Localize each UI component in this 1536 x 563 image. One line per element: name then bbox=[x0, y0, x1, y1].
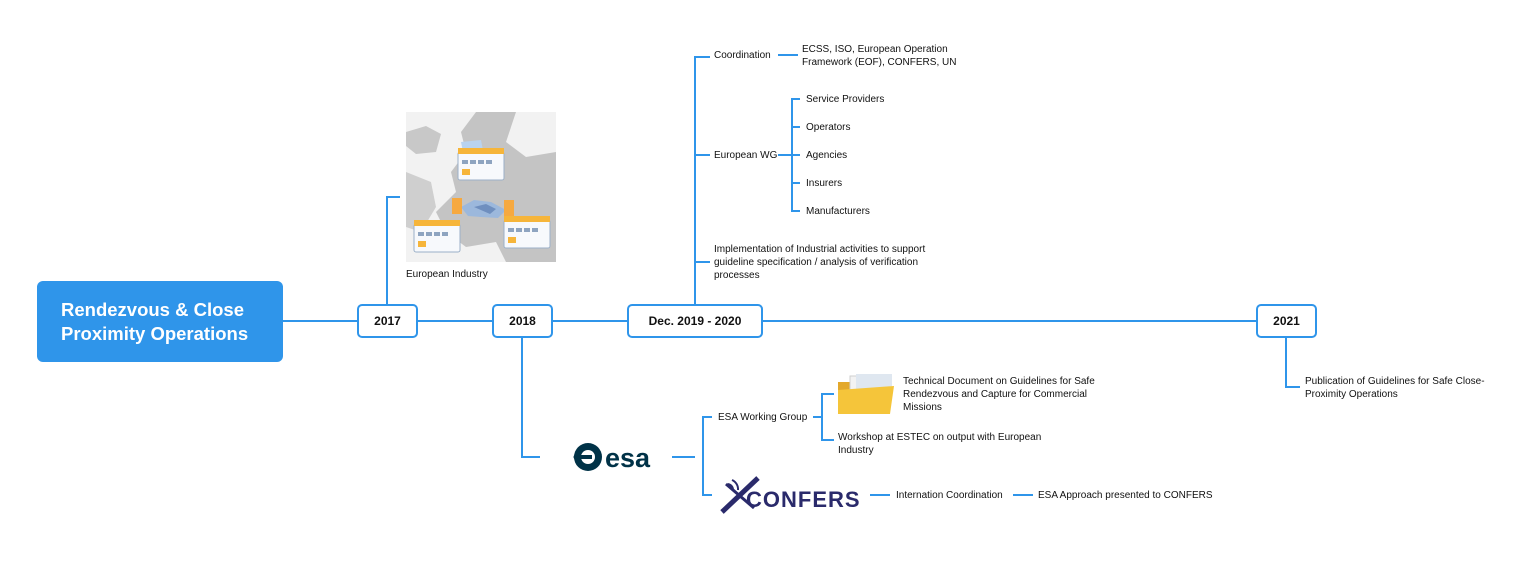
europe-map-icon bbox=[406, 112, 556, 262]
confers-detail: ESA Approach presented to CONFERS bbox=[1038, 490, 1213, 501]
milestone-2017[interactable]: 2017 bbox=[357, 304, 418, 338]
esa-logo: esa bbox=[572, 440, 672, 474]
root-node: Rendezvous & Close Proximity Operations bbox=[37, 281, 283, 362]
milestone-2019-2020[interactable]: Dec. 2019 - 2020 bbox=[627, 304, 763, 338]
milestone-2017-label: 2017 bbox=[374, 314, 401, 328]
confers-wordmark: CONFERS bbox=[746, 487, 861, 512]
esa-working-group-label: ESA Working Group bbox=[718, 412, 808, 423]
milestone-2021[interactable]: 2021 bbox=[1256, 304, 1317, 338]
milestone-2017-caption: European Industry bbox=[406, 269, 488, 280]
coordination-detail: ECSS, ISO, European Operation Framework … bbox=[802, 44, 957, 68]
wg-item-agencies: Agencies bbox=[806, 150, 848, 161]
wg-item-manufacturers: Manufacturers bbox=[806, 206, 870, 217]
implementation-text: Implementation of Industrial activities … bbox=[714, 244, 926, 281]
wg-item-operators: Operators bbox=[806, 122, 851, 133]
milestone-2018[interactable]: 2018 bbox=[492, 304, 553, 338]
confers-logo: CONFERS bbox=[718, 476, 868, 516]
technical-document-text: Technical Document on Guidelines for Saf… bbox=[903, 376, 1095, 413]
european-wg-label: European WG bbox=[714, 150, 778, 161]
root-label: Rendezvous & Close Proximity Operations bbox=[61, 298, 249, 344]
folder-icon bbox=[836, 374, 896, 416]
workshop-text: Workshop at ESTEC on output with Europea… bbox=[838, 432, 1042, 456]
milestone-2021-caption: Publication of Guidelines for Safe Close… bbox=[1305, 376, 1485, 400]
esa-wordmark: esa bbox=[605, 443, 651, 473]
milestone-2019-label: Dec. 2019 - 2020 bbox=[648, 314, 742, 328]
internation-coordination-label: Internation Coordination bbox=[896, 490, 1003, 501]
coordination-label: Coordination bbox=[714, 50, 771, 61]
milestone-2021-label: 2021 bbox=[1273, 314, 1300, 328]
milestone-2018-label: 2018 bbox=[509, 314, 536, 328]
wg-item-insurers: Insurers bbox=[806, 178, 843, 189]
wg-item-service-providers: Service Providers bbox=[806, 94, 885, 105]
